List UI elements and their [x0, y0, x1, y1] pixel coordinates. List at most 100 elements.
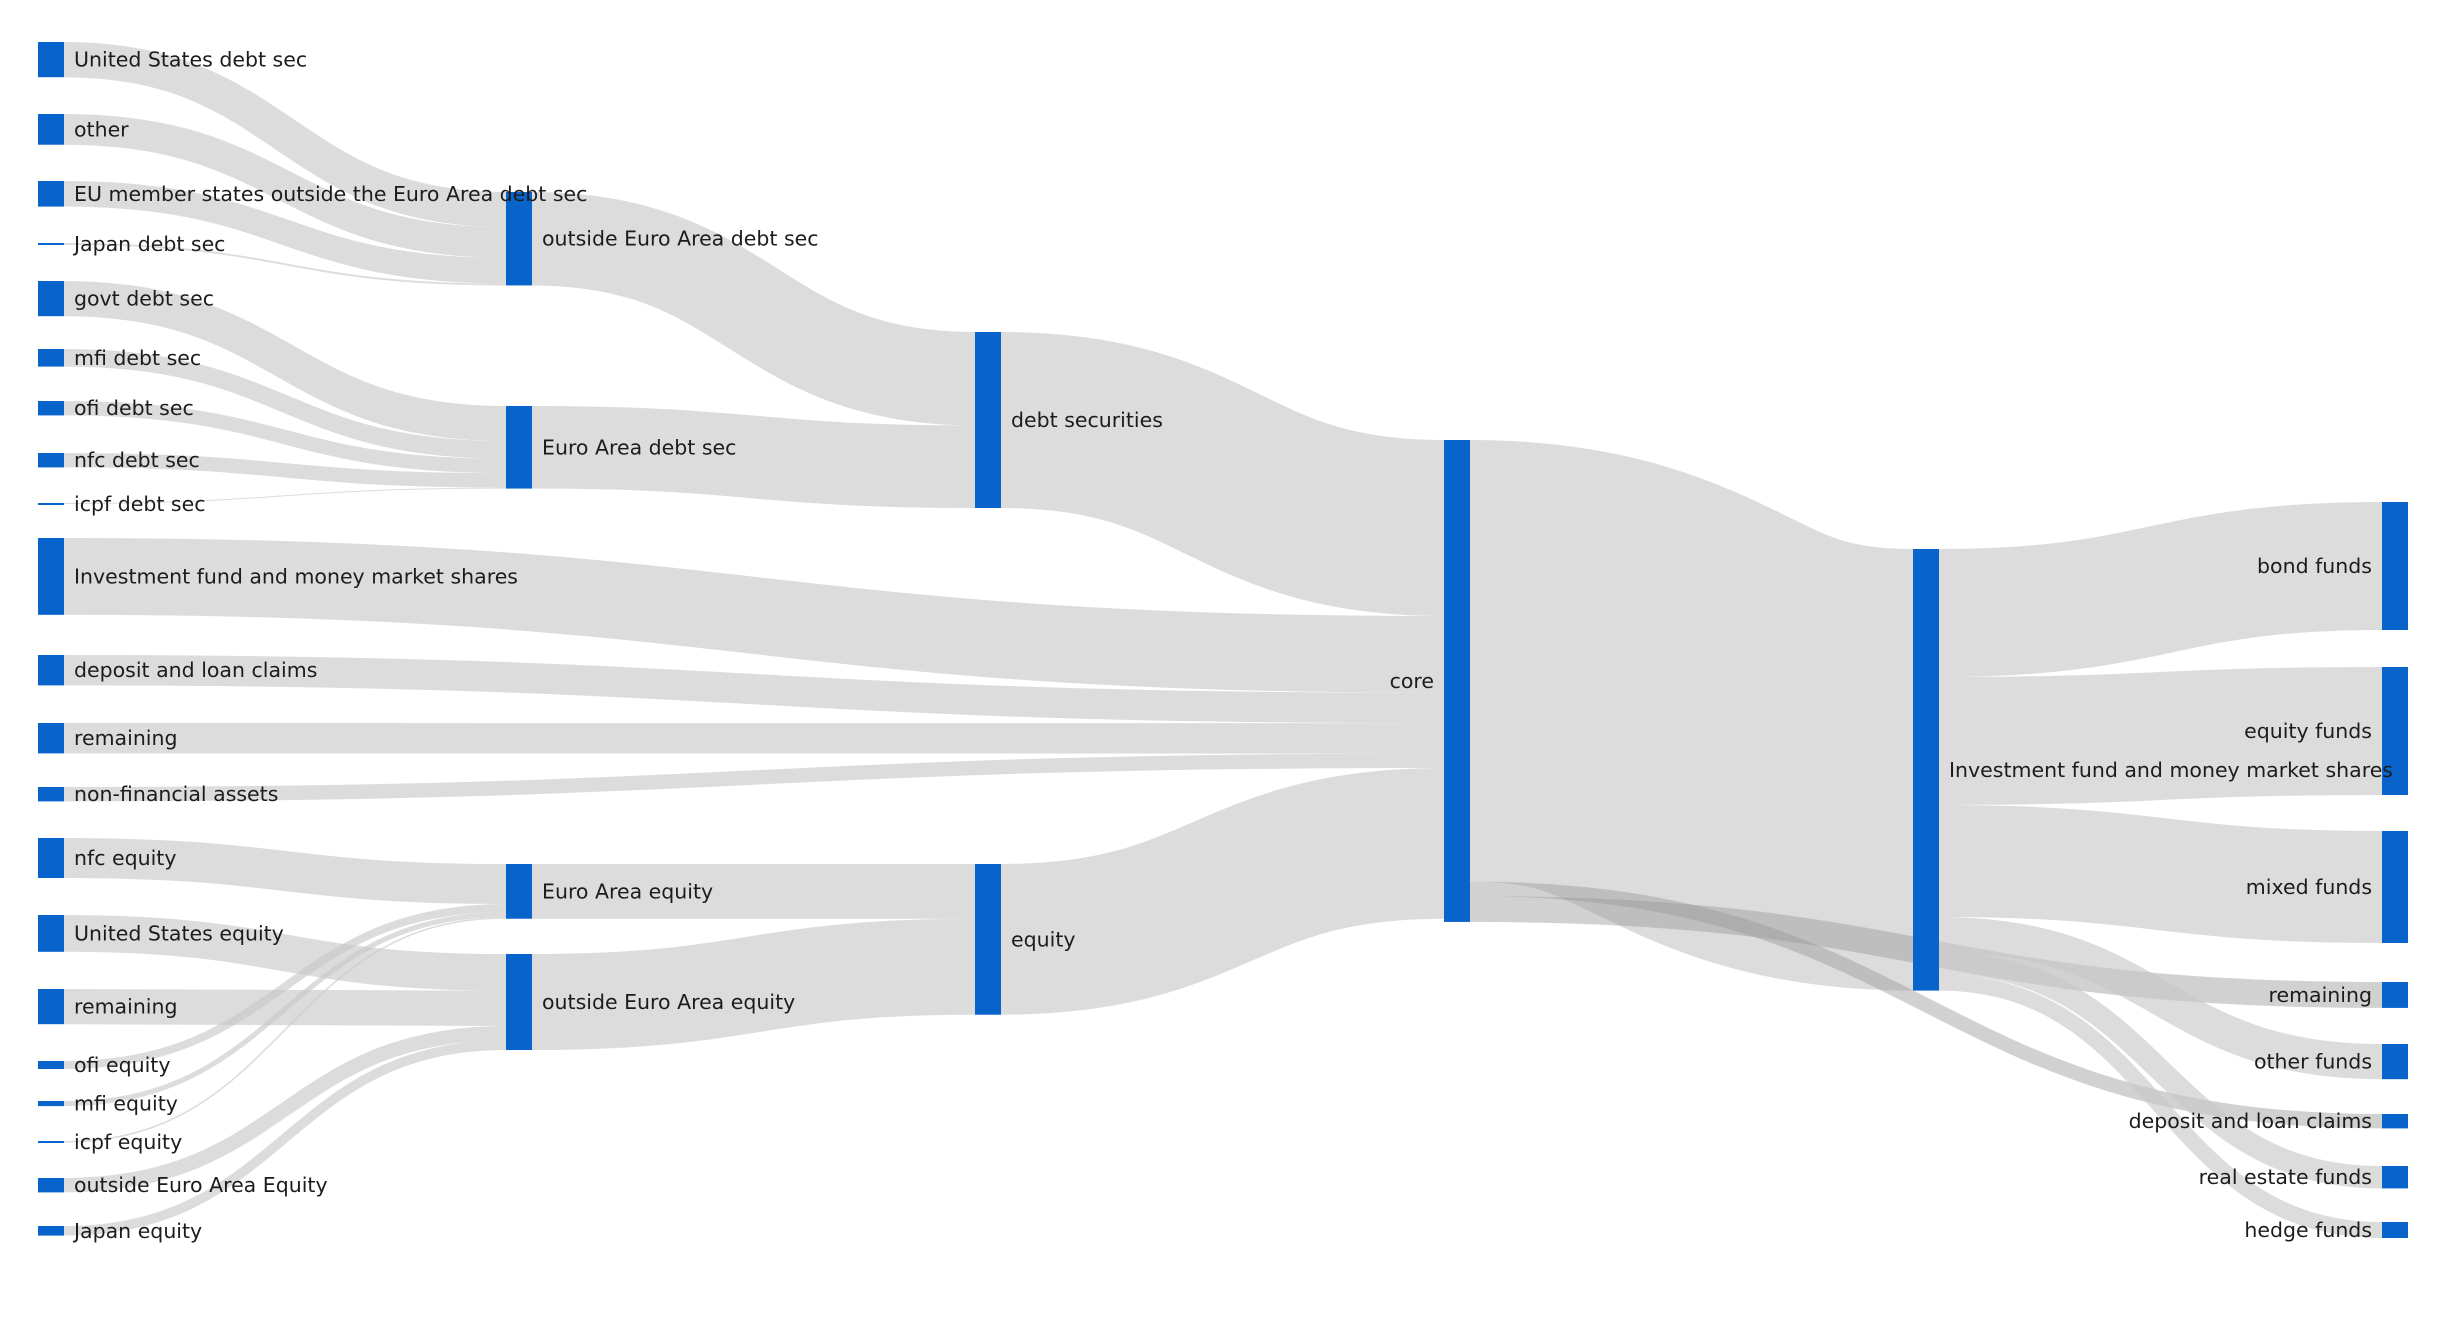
node-ea_eq[interactable]: [506, 864, 532, 919]
node-dlc_in[interactable]: [38, 655, 64, 686]
label-mixed: mixed funds: [2246, 875, 2372, 899]
flow-japan_debt-to-out_debt[interactable]: [63, 243, 507, 286]
flow-out_debt-to-debt[interactable]: [531, 192, 976, 426]
node-nfc_debt[interactable]: [38, 453, 64, 468]
node-eu_out_debt[interactable]: [38, 181, 64, 207]
flow-ea_debt-to-debt[interactable]: [531, 406, 976, 508]
flow-mfi_eq-to-ea_eq[interactable]: [63, 912, 507, 1107]
label-out_debt: outside Euro Area debt sec: [542, 227, 819, 251]
flow-debt-to-core[interactable]: [999, 332, 1446, 616]
label-remaining_out: remaining: [2268, 983, 2372, 1007]
node-ofi_debt[interactable]: [38, 401, 64, 416]
flow-ifmms-to-eqf[interactable]: [1938, 667, 2383, 805]
flow-out_eq_src-to-out_eq[interactable]: [63, 1026, 507, 1193]
flow-eu_out_debt-to-out_debt[interactable]: [63, 181, 507, 284]
node-otherf[interactable]: [2382, 1044, 2408, 1080]
node-nfa[interactable]: [38, 787, 64, 802]
node-remaining_eq[interactable]: [38, 989, 64, 1025]
node-equity[interactable]: [975, 864, 1001, 1015]
label-mfi_debt: mfi debt sec: [74, 346, 201, 370]
flow-ifmms-to-hedge[interactable]: [1938, 974, 2383, 1238]
label-japan_debt: Japan debt sec: [72, 232, 225, 256]
flow-mfi_debt-to-ea_debt[interactable]: [63, 349, 507, 459]
node-out_eq[interactable]: [506, 954, 532, 1050]
flow-govt_debt-to-ea_debt[interactable]: [63, 281, 507, 442]
label-out_eq_src: outside Euro Area Equity: [74, 1173, 328, 1197]
node-ifmms[interactable]: [1913, 549, 1939, 991]
flow-nfc_debt-to-ea_debt[interactable]: [63, 453, 507, 488]
flow-ofi_eq-to-ea_eq[interactable]: [63, 904, 507, 1069]
flow-icpf_debt-to-ea_debt[interactable]: [63, 487, 507, 504]
node-mfi_eq[interactable]: [38, 1101, 64, 1107]
label-ea_debt: Euro Area debt sec: [542, 435, 736, 459]
flow-equity-to-core[interactable]: [1000, 768, 1445, 1015]
label-ref: real estate funds: [2199, 1165, 2372, 1189]
label-remaining_eq: remaining: [74, 995, 178, 1019]
flow-other-to-out_debt[interactable]: [63, 114, 507, 258]
label-otherf: other funds: [2254, 1050, 2372, 1074]
flow-nfa-to-core[interactable]: [63, 753, 1445, 802]
flow-us_debt-to-out_debt[interactable]: [63, 42, 507, 228]
node-debt[interactable]: [975, 332, 1001, 508]
label-eqf: equity funds: [2244, 719, 2372, 743]
node-ofi_eq[interactable]: [38, 1061, 64, 1069]
sankey-nodes: [38, 42, 2408, 1238]
node-japan_debt[interactable]: [38, 243, 64, 245]
label-icpf_eq: icpf equity: [74, 1130, 182, 1154]
sankey-links: [63, 42, 2383, 1238]
label-nfa: non-financial assets: [74, 782, 278, 806]
node-remaining_in[interactable]: [38, 723, 64, 754]
label-remaining_in: remaining: [74, 726, 178, 750]
flow-nfc_eq-to-ea_eq[interactable]: [63, 838, 507, 904]
label-eu_out_debt: EU member states outside the Euro Area d…: [74, 182, 587, 206]
label-dlc_out: deposit and loan claims: [2129, 1109, 2372, 1133]
node-ea_debt[interactable]: [506, 406, 532, 489]
node-us_debt[interactable]: [38, 42, 64, 78]
flow-ifmms-to-mixed[interactable]: [1938, 805, 2383, 943]
label-hedge: hedge funds: [2244, 1218, 2372, 1242]
node-govt_debt[interactable]: [38, 281, 64, 317]
label-equity: equity: [1011, 927, 1075, 951]
node-other[interactable]: [38, 114, 64, 145]
flow-icpf_eq-to-ea_eq[interactable]: [63, 917, 507, 1143]
node-eqf[interactable]: [2382, 667, 2408, 795]
node-dlc_out[interactable]: [2382, 1114, 2408, 1129]
flow-ifmms-to-bond[interactable]: [1938, 502, 2383, 677]
flow-core-to-ifmms[interactable]: [1465, 440, 1918, 991]
node-mfi_debt[interactable]: [38, 349, 64, 367]
label-ofi_debt: ofi debt sec: [74, 396, 194, 420]
flow-us_eq-to-out_eq[interactable]: [63, 915, 507, 991]
flow-ifmms-to-otherf[interactable]: [1938, 917, 2383, 1080]
label-us_eq: United States equity: [74, 921, 284, 945]
flow-ifmms-to-ref[interactable]: [1938, 952, 2383, 1189]
label-japan_eq: Japan equity: [72, 1219, 202, 1243]
label-icpf_debt: icpf debt sec: [74, 492, 205, 516]
flow-dlc_in-to-core[interactable]: [63, 655, 1445, 724]
node-ifmms_in[interactable]: [38, 538, 64, 615]
node-out_debt[interactable]: [506, 192, 532, 286]
node-mixed[interactable]: [2382, 831, 2408, 943]
flow-out_eq-to-equity[interactable]: [531, 918, 976, 1050]
flow-japan_eq-to-out_eq[interactable]: [63, 1040, 507, 1236]
node-core[interactable]: [1444, 440, 1470, 922]
label-bond: bond funds: [2257, 554, 2372, 578]
node-remaining_out[interactable]: [2382, 982, 2408, 1008]
node-out_eq_src[interactable]: [38, 1178, 64, 1193]
node-ref[interactable]: [2382, 1166, 2408, 1189]
label-ifmms: Investment fund and money market shares: [1949, 758, 2393, 782]
label-us_debt: United States debt sec: [74, 48, 307, 72]
node-japan_eq[interactable]: [38, 1226, 64, 1236]
node-bond[interactable]: [2382, 502, 2408, 630]
label-dlc_in: deposit and loan claims: [74, 658, 317, 682]
flow-ofi_debt-to-ea_debt[interactable]: [63, 401, 507, 474]
node-icpf_eq[interactable]: [38, 1141, 64, 1143]
label-mfi_eq: mfi equity: [74, 1092, 178, 1116]
node-icpf_debt[interactable]: [38, 503, 64, 505]
flow-ifmms_in-to-core[interactable]: [63, 538, 1445, 693]
node-hedge[interactable]: [2382, 1222, 2408, 1238]
node-nfc_eq[interactable]: [38, 838, 64, 878]
sankey-labels: United States debt sec other EU member sta…: [72, 48, 2393, 1243]
label-other: other: [74, 117, 129, 141]
node-us_eq[interactable]: [38, 915, 64, 952]
